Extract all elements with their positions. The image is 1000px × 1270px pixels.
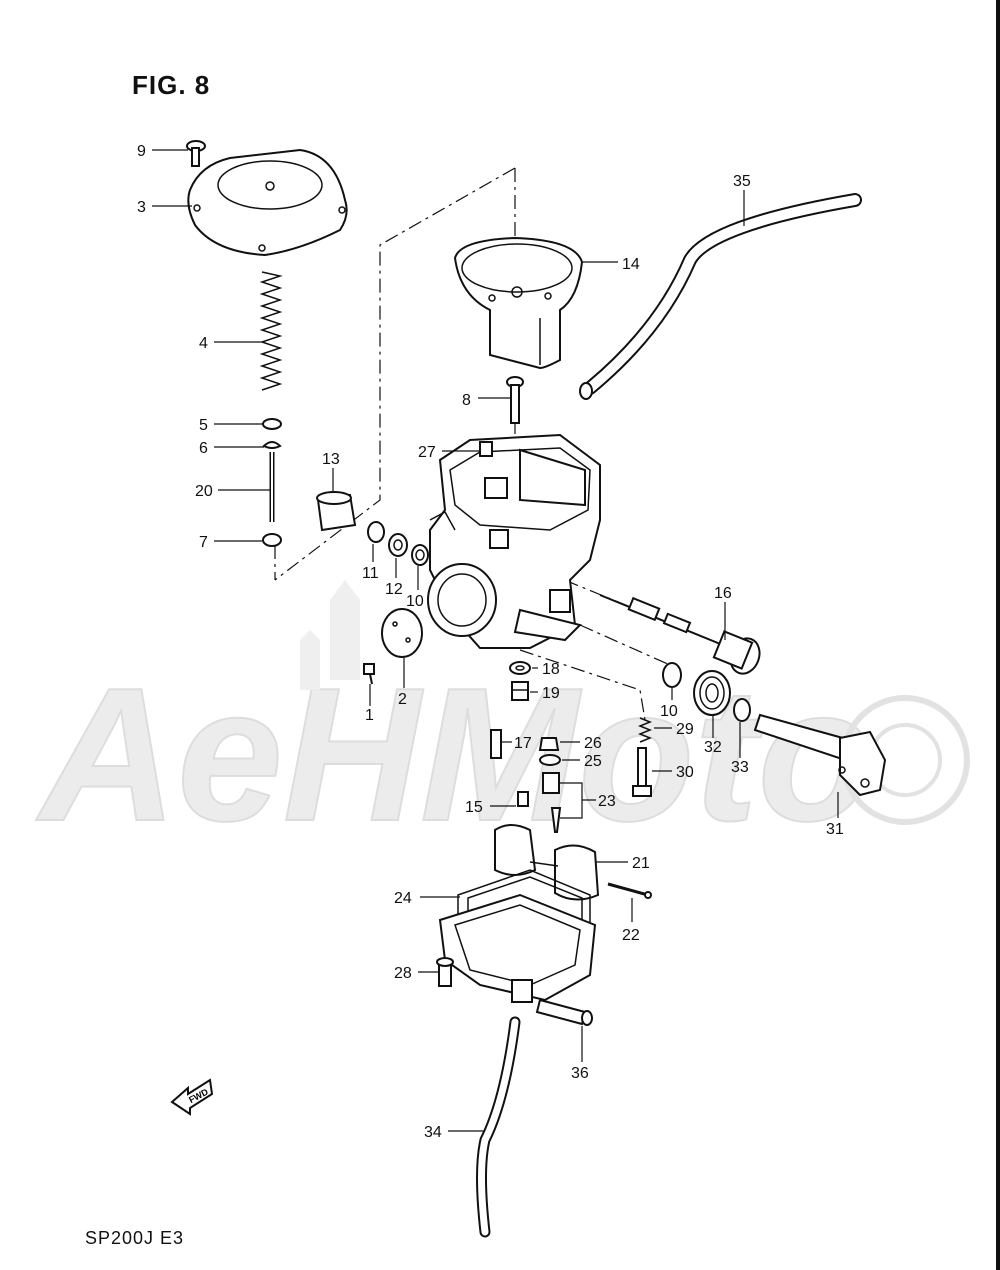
part-18-washer[interactable]	[509, 661, 531, 675]
part-10-o-ring-upper[interactable]	[411, 544, 429, 566]
watermark: AeHMoto	[35, 580, 970, 862]
carburetor-body[interactable]	[427, 433, 601, 649]
part-14-piston-valve[interactable]	[453, 236, 584, 370]
callout-13: 13	[322, 451, 340, 468]
callout-26: 26	[584, 735, 602, 752]
float-bowl[interactable]	[438, 893, 597, 1003]
callout-16: 16	[714, 585, 732, 602]
model-code: SP200J E3	[85, 1228, 185, 1248]
part-29-spring[interactable]	[637, 717, 653, 743]
callout-34: 34	[424, 1124, 442, 1141]
part-34-drain-tube[interactable]	[476, 1016, 521, 1238]
callout-14: 14	[622, 256, 640, 273]
callout-6: 6	[199, 440, 208, 457]
part-27-screw[interactable]	[479, 441, 493, 457]
part-30-screw[interactable]	[632, 747, 652, 797]
part-13-collar[interactable]	[316, 491, 357, 532]
part-36-drain-screw[interactable]	[535, 998, 593, 1026]
part-3-top-cover[interactable]	[187, 148, 348, 257]
callout-8: 8	[462, 392, 471, 409]
callout-labels: 9 3 4 5 6 20 7 13 14 35 8 27 11 12 10 2 …	[137, 143, 844, 1141]
part-5-washer[interactable]	[262, 418, 282, 430]
figure-title: FIG. 8	[132, 70, 211, 100]
part-31-throttle-shaft[interactable]	[753, 713, 887, 797]
callout-30: 30	[676, 764, 694, 781]
part-17-pilot-jet[interactable]	[490, 729, 502, 759]
part-6-clip[interactable]	[262, 441, 282, 449]
leader-lines	[152, 149, 839, 1132]
part-12-washer[interactable]	[388, 533, 408, 557]
callout-18: 18	[542, 661, 560, 678]
callout-9: 9	[137, 143, 146, 160]
callout-20: 20	[195, 483, 213, 500]
callout-19: 19	[542, 685, 560, 702]
fwd-arrow-icon: FWD	[170, 1078, 214, 1116]
callout-22: 22	[622, 927, 640, 944]
part-35-vent-tube[interactable]	[579, 193, 862, 400]
part-19-jet[interactable]	[511, 681, 529, 701]
part-26-jet[interactable]	[538, 737, 560, 751]
callout-35: 35	[733, 173, 751, 190]
callout-33: 33	[731, 759, 749, 776]
callout-25: 25	[584, 753, 602, 770]
part-32-spring[interactable]	[693, 670, 731, 716]
callout-17: 17	[514, 735, 532, 752]
callout-10a: 10	[406, 593, 424, 610]
part-8-screw[interactable]	[506, 376, 524, 424]
callout-24: 24	[394, 890, 412, 907]
part-10-o-ring-lower[interactable]	[662, 662, 682, 688]
part-28-screw[interactable]	[436, 957, 454, 987]
callout-28: 28	[394, 965, 412, 982]
callout-2: 2	[398, 691, 407, 708]
callout-7: 7	[199, 534, 208, 551]
callout-31: 31	[826, 821, 844, 838]
callout-15: 15	[465, 799, 483, 816]
callout-27: 27	[418, 444, 436, 461]
callout-36: 36	[571, 1065, 589, 1082]
part-16-starter-plunger[interactable]	[599, 594, 764, 678]
callout-12: 12	[385, 581, 403, 598]
callout-32: 32	[704, 739, 722, 756]
part-22-float-pin[interactable]	[607, 882, 652, 899]
part-9-screw[interactable]	[186, 140, 206, 167]
callout-29: 29	[676, 721, 694, 738]
part-7-seat[interactable]	[262, 533, 282, 547]
part-33-washer[interactable]	[733, 698, 751, 722]
part-25-o-ring[interactable]	[539, 754, 561, 766]
callout-5: 5	[199, 417, 208, 434]
svg-text:AeHMoto: AeHMoto	[36, 649, 874, 861]
callout-4: 4	[199, 335, 208, 352]
part-1-screw[interactable]	[363, 663, 375, 685]
part-11-clip[interactable]	[367, 521, 385, 543]
callout-21: 21	[632, 855, 650, 872]
callout-23: 23	[598, 793, 616, 810]
part-4-spring[interactable]	[259, 271, 283, 391]
part-15-screw[interactable]	[517, 791, 529, 807]
callout-10b: 10	[660, 703, 678, 720]
part-21-float[interactable]	[494, 824, 600, 901]
part-23-needle-valve[interactable]	[542, 772, 562, 833]
scan-edge	[996, 0, 1000, 1270]
callout-1: 1	[365, 707, 374, 724]
part-2-plate[interactable]	[381, 608, 423, 658]
callout-11: 11	[362, 565, 379, 582]
callout-3: 3	[137, 199, 146, 216]
